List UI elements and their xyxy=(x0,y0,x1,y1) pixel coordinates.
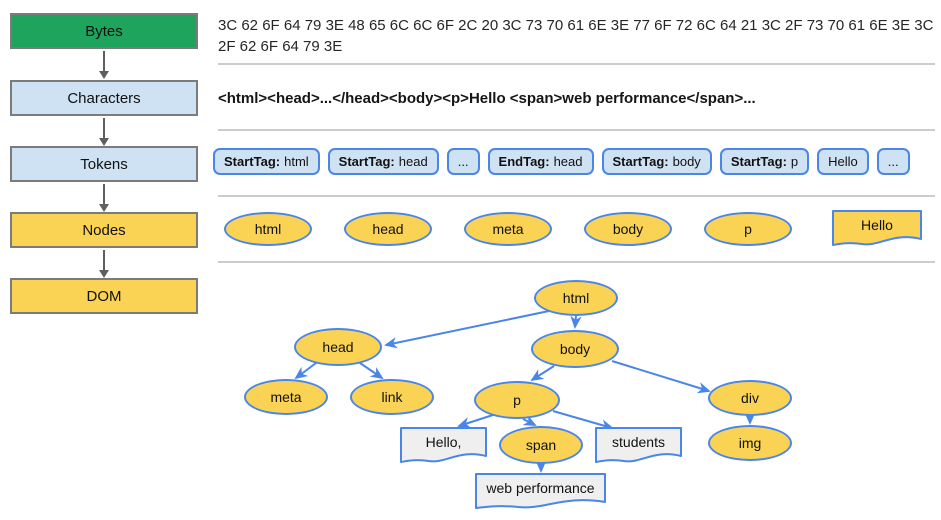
edge-p-hello xyxy=(457,413,497,429)
document-shape-icon xyxy=(400,427,487,463)
tree-node-div: div xyxy=(708,380,792,416)
pipeline-arrow-icon xyxy=(99,118,109,146)
token-starttag-html: StartTag:html xyxy=(213,148,320,175)
token-ellipsis: ... xyxy=(446,148,480,175)
token-starttag-head: StartTag:head xyxy=(327,148,439,175)
node-html: html xyxy=(224,212,312,246)
tree-node-meta: meta xyxy=(244,379,328,415)
stage-characters: Characters xyxy=(10,80,198,116)
row-separator xyxy=(218,63,935,65)
stage-bytes: Bytes xyxy=(10,13,198,49)
document-shape-icon xyxy=(475,473,606,509)
edge-head-meta xyxy=(294,362,317,380)
token-endtag-head: EndTag:head xyxy=(487,148,594,175)
row-separator xyxy=(218,195,935,197)
stage-tokens: Tokens xyxy=(10,146,198,182)
node-meta: meta xyxy=(464,212,552,246)
edge-html-body xyxy=(570,315,582,329)
document-shape-icon xyxy=(832,210,922,246)
stage-characters-label: Characters xyxy=(67,89,141,107)
edge-body-p xyxy=(530,365,555,382)
tree-node-html: html xyxy=(534,280,618,316)
token-starttag-p: StartTag:p xyxy=(719,148,810,175)
characters-markup-text: <html><head>...</head><body><p>Hello <sp… xyxy=(218,90,756,107)
row-separator xyxy=(218,261,935,263)
tokens-row: StartTag:html StartTag:head ... EndTag:h… xyxy=(213,148,910,175)
tree-node-body: body xyxy=(531,330,619,368)
node-p: p xyxy=(704,212,792,246)
stage-dom: DOM xyxy=(10,278,198,314)
document-shape-icon xyxy=(595,427,682,463)
tree-node-span: span xyxy=(499,426,583,464)
pipeline-arrow-icon xyxy=(99,184,109,212)
token-ellipsis: ... xyxy=(876,148,910,175)
bytes-hex-text: 3C 62 6F 64 79 3E 48 65 6C 6C 6F 2C 20 3… xyxy=(218,17,934,55)
row-separator xyxy=(218,129,935,131)
tree-textnode-hello: Hello, xyxy=(400,427,487,465)
edge-html-head xyxy=(384,310,550,349)
token-starttag-body: StartTag:body xyxy=(601,148,712,175)
token-hello: Hello xyxy=(817,148,869,175)
edge-body-div xyxy=(611,360,711,394)
stage-tokens-label: Tokens xyxy=(80,155,128,173)
node-body: body xyxy=(584,212,672,246)
stage-nodes: Nodes xyxy=(10,212,198,248)
stage-bytes-label: Bytes xyxy=(85,22,123,40)
pipeline-arrow-icon xyxy=(99,51,109,79)
edge-p-span xyxy=(522,414,537,426)
tree-textnode-web-performance: web performance xyxy=(475,473,606,511)
stage-dom-label: DOM xyxy=(86,287,122,305)
pipeline-arrow-icon xyxy=(99,250,109,278)
tree-node-p: p xyxy=(474,381,560,419)
tree-node-img: img xyxy=(708,425,792,461)
tree-node-head: head xyxy=(294,328,382,366)
tree-node-link: link xyxy=(350,379,434,415)
stage-nodes-label: Nodes xyxy=(82,221,126,239)
node-text-hello: Hello xyxy=(832,210,922,248)
node-head: head xyxy=(344,212,432,246)
tree-textnode-students: students xyxy=(595,427,682,465)
edge-head-link xyxy=(359,362,384,380)
edge-p-students xyxy=(552,410,614,431)
